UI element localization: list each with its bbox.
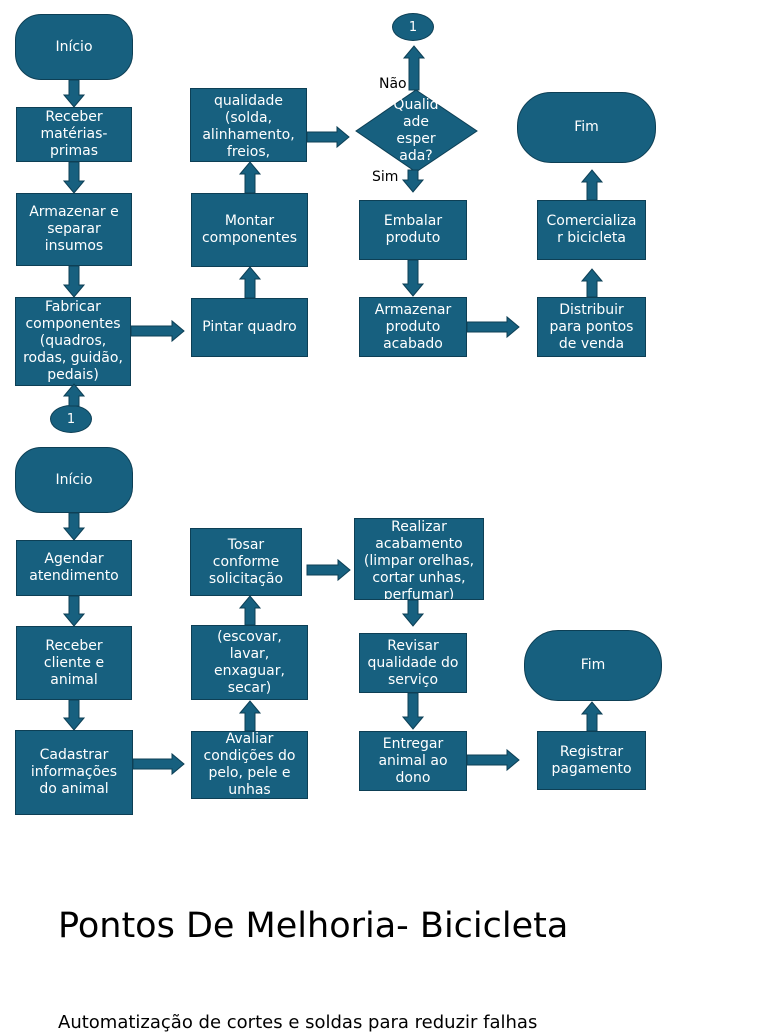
schedule-step: Agendar atendimento — [16, 540, 132, 596]
quality-decision: Qualid ade esper ada? — [393, 97, 439, 164]
arrow-paint-assemble — [238, 266, 262, 299]
arrow-inspect-decision — [306, 125, 350, 149]
arrow-finishing-review — [401, 599, 425, 627]
arrow-fabricate-paint — [130, 319, 185, 343]
arrow-review-deliver — [401, 692, 425, 730]
arrow-evaluate-bath — [238, 700, 262, 732]
receive-materials-step: Receber matérias- primas — [16, 107, 132, 162]
arrow-sell-end — [580, 169, 604, 201]
arrow-register-evaluate — [132, 752, 185, 776]
arrow-store-fabricate — [62, 265, 86, 298]
end-terminal: Fim — [517, 92, 656, 163]
paint-frame-step: Pintar quadro — [191, 298, 308, 357]
arrow-groom-finishing — [306, 558, 351, 582]
evaluate-condition-step: Avaliar condições do pelo, pele e unhas — [191, 731, 308, 799]
improvement-text: Automatização de cortes e soldas para re… — [58, 1012, 538, 1033]
arrow-store-distribute — [466, 315, 520, 339]
arrow-schedule-receive — [62, 595, 86, 627]
improvement-heading: Pontos De Melhoria- Bicicleta — [58, 906, 569, 946]
sell-bicycle-step: Comercializa r bicicleta — [537, 200, 646, 260]
connector-bottom: 1 — [50, 405, 92, 433]
bath-step: (escovar, lavar, enxaguar, secar) — [191, 625, 308, 700]
start-terminal: Início — [15, 14, 133, 80]
assemble-components-step: Montar componentes — [191, 193, 308, 267]
arrow-pack-store — [401, 259, 425, 297]
arrow-decision-no — [402, 45, 426, 91]
connector-top: 1 — [392, 13, 434, 41]
fabricate-components-step: Fabricar componentes (quadros, rodas, gu… — [15, 297, 131, 386]
arrow-deliver-payment — [466, 748, 520, 772]
groom-step: Tosar conforme solicitação — [190, 528, 302, 596]
quality-inspection-step: qualidade (solda, alinhamento, freios, — [190, 88, 307, 162]
arrow-assemble-inspect — [238, 161, 262, 194]
arrow-receive-register — [62, 699, 86, 731]
arrow-start2-schedule — [62, 512, 86, 541]
arrow-connector-fabricate — [62, 383, 86, 407]
deliver-animal-step: Entregar animal ao dono — [359, 731, 467, 791]
arrow-receive-store — [62, 161, 86, 194]
receive-client-step: Receber cliente e animal — [16, 626, 132, 700]
store-supplies-step: Armazenar e separar insumos — [16, 193, 132, 266]
arrow-distribute-sell — [580, 268, 604, 298]
decision-yes-label: Sim — [372, 169, 399, 185]
distribute-step: Distribuir para pontos de venda — [537, 297, 646, 357]
review-quality-step: Revisar qualidade do serviço — [359, 633, 467, 693]
pack-product-step: Embalar produto — [359, 200, 467, 260]
arrow-start-receive — [62, 79, 86, 108]
register-payment-step: Registrar pagamento — [537, 731, 646, 790]
arrow-payment-end — [580, 701, 604, 732]
arrow-bath-groom — [238, 595, 262, 626]
arrow-decision-yes — [401, 169, 425, 193]
finishing-step: Realizar acabamento (limpar orelhas, cor… — [354, 518, 484, 600]
register-animal-step: Cadastrar informações do animal — [15, 730, 133, 815]
store-finished-product-step: Armazenar produto acabado — [359, 297, 467, 357]
end-terminal-2: Fim — [524, 630, 662, 701]
start-terminal-2: Início — [15, 447, 133, 513]
decision-no-label: Não — [379, 76, 407, 92]
